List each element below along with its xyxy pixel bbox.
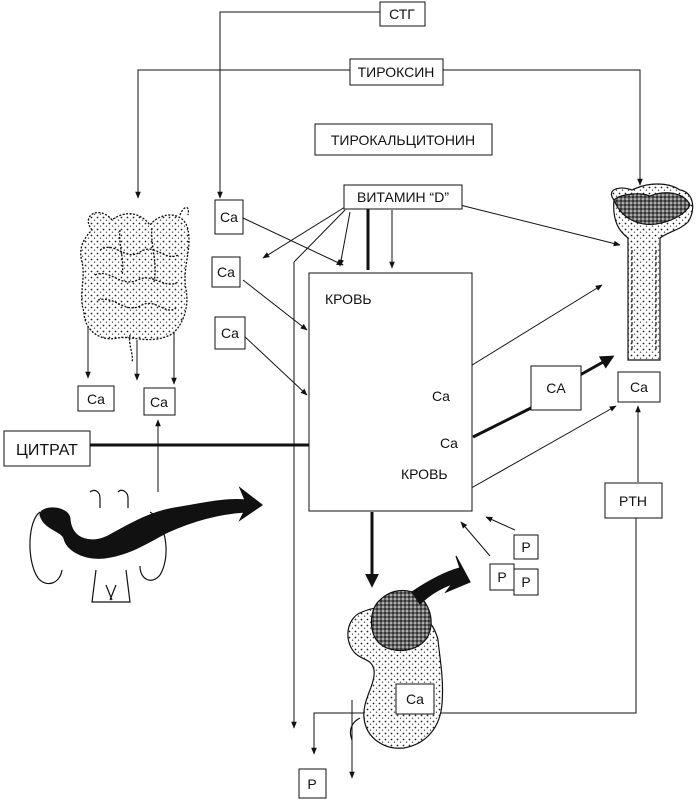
thyrocalcitonin-label: ТИРОКАЛЬЦИТОНИН xyxy=(331,132,475,148)
ca-bone-label: Ca xyxy=(630,379,648,395)
ca-intestine-2-label: Ca xyxy=(150,394,168,410)
blood-to-bone-ca-line xyxy=(465,405,617,492)
blood-compartment xyxy=(308,272,473,512)
vitamin-d-label: ВИТАМИН “D” xyxy=(357,189,449,205)
connector-lines xyxy=(85,11,643,779)
ca-bone-box xyxy=(617,371,661,403)
vitd-to-left-line xyxy=(262,206,346,259)
blood-bottom-label: КРОВЬ xyxy=(401,466,448,482)
p-3-label: P xyxy=(521,574,530,590)
ca-kidney-box xyxy=(395,683,435,715)
ca-box-to-bone-thick-arrow xyxy=(579,355,615,377)
blood-ca-1-label: Ca xyxy=(432,388,450,404)
p-bottom-box xyxy=(298,768,327,799)
p1-to-blood-line xyxy=(485,516,516,531)
pancreas-illustration xyxy=(29,486,264,603)
ca-input-1-box xyxy=(214,199,244,235)
bone-illustration xyxy=(610,183,694,361)
ca-intestine-1-box xyxy=(77,385,115,412)
stg-line xyxy=(217,11,380,199)
intestine-illustration xyxy=(80,206,190,363)
p-2-box xyxy=(489,563,515,591)
thyroxine-to-bone-line xyxy=(443,69,643,186)
vitd-to-p-line-a xyxy=(293,209,346,263)
thyroxine-to-intestine-line xyxy=(135,69,350,199)
ca-kidney-label: Ca xyxy=(406,691,424,707)
ca2-to-blood-line xyxy=(242,279,308,331)
ca-intestine-2-box xyxy=(143,387,176,416)
ca-input-1-label: Ca xyxy=(220,209,238,225)
p-1-label: P xyxy=(521,539,530,555)
p-2-label: P xyxy=(497,569,506,585)
p-bottom-label: P xyxy=(307,776,316,792)
p2-to-blood-line xyxy=(460,521,491,557)
stg-label: СТГ xyxy=(389,6,415,22)
kidney-illustration xyxy=(347,555,471,749)
ca-input-3-box xyxy=(214,316,246,350)
label-boxes xyxy=(3,1,663,799)
ca-input-2-box xyxy=(211,256,241,288)
p-3-box xyxy=(513,568,539,596)
stg-box xyxy=(379,1,426,27)
ca-to-bone-label: CA xyxy=(546,380,566,396)
citrate-box xyxy=(3,430,91,467)
pth-to-p-line xyxy=(311,518,637,755)
vitd-to-bone-line xyxy=(459,204,621,247)
blood-ca-2-label: Ca xyxy=(440,435,458,451)
vitd-to-blood-line xyxy=(338,211,351,267)
ca-to-bone-box xyxy=(530,365,582,411)
ca-intestine-1-label: Ca xyxy=(87,391,105,407)
thyrocalcitonin-box xyxy=(314,123,493,156)
citrate-label: ЦИТРАТ xyxy=(16,442,78,459)
pth-label: PTH xyxy=(619,493,647,509)
ca-input-3-label: Ca xyxy=(221,325,239,341)
blood-top-label: КРОВЬ xyxy=(325,291,372,307)
blood-ca-to-ca-box-line xyxy=(472,406,532,439)
ca-input-2-label: Ca xyxy=(217,264,235,280)
ca3-to-blood-line xyxy=(242,334,308,396)
thick-lines xyxy=(80,208,615,588)
thyroxine-label: ТИРОКСИН xyxy=(358,64,435,80)
labels-text: СТГ ТИРОКСИН ТИРОКАЛЬЦИТОНИН ВИТАМИН “D”… xyxy=(16,6,648,792)
p-1-box xyxy=(513,534,539,560)
blood-ca-to-bone-line xyxy=(455,284,603,376)
thyroxine-box xyxy=(349,58,444,86)
pth-box xyxy=(604,482,663,519)
ca1-to-blood-line xyxy=(242,217,344,266)
vitamin-d-box xyxy=(343,184,463,210)
